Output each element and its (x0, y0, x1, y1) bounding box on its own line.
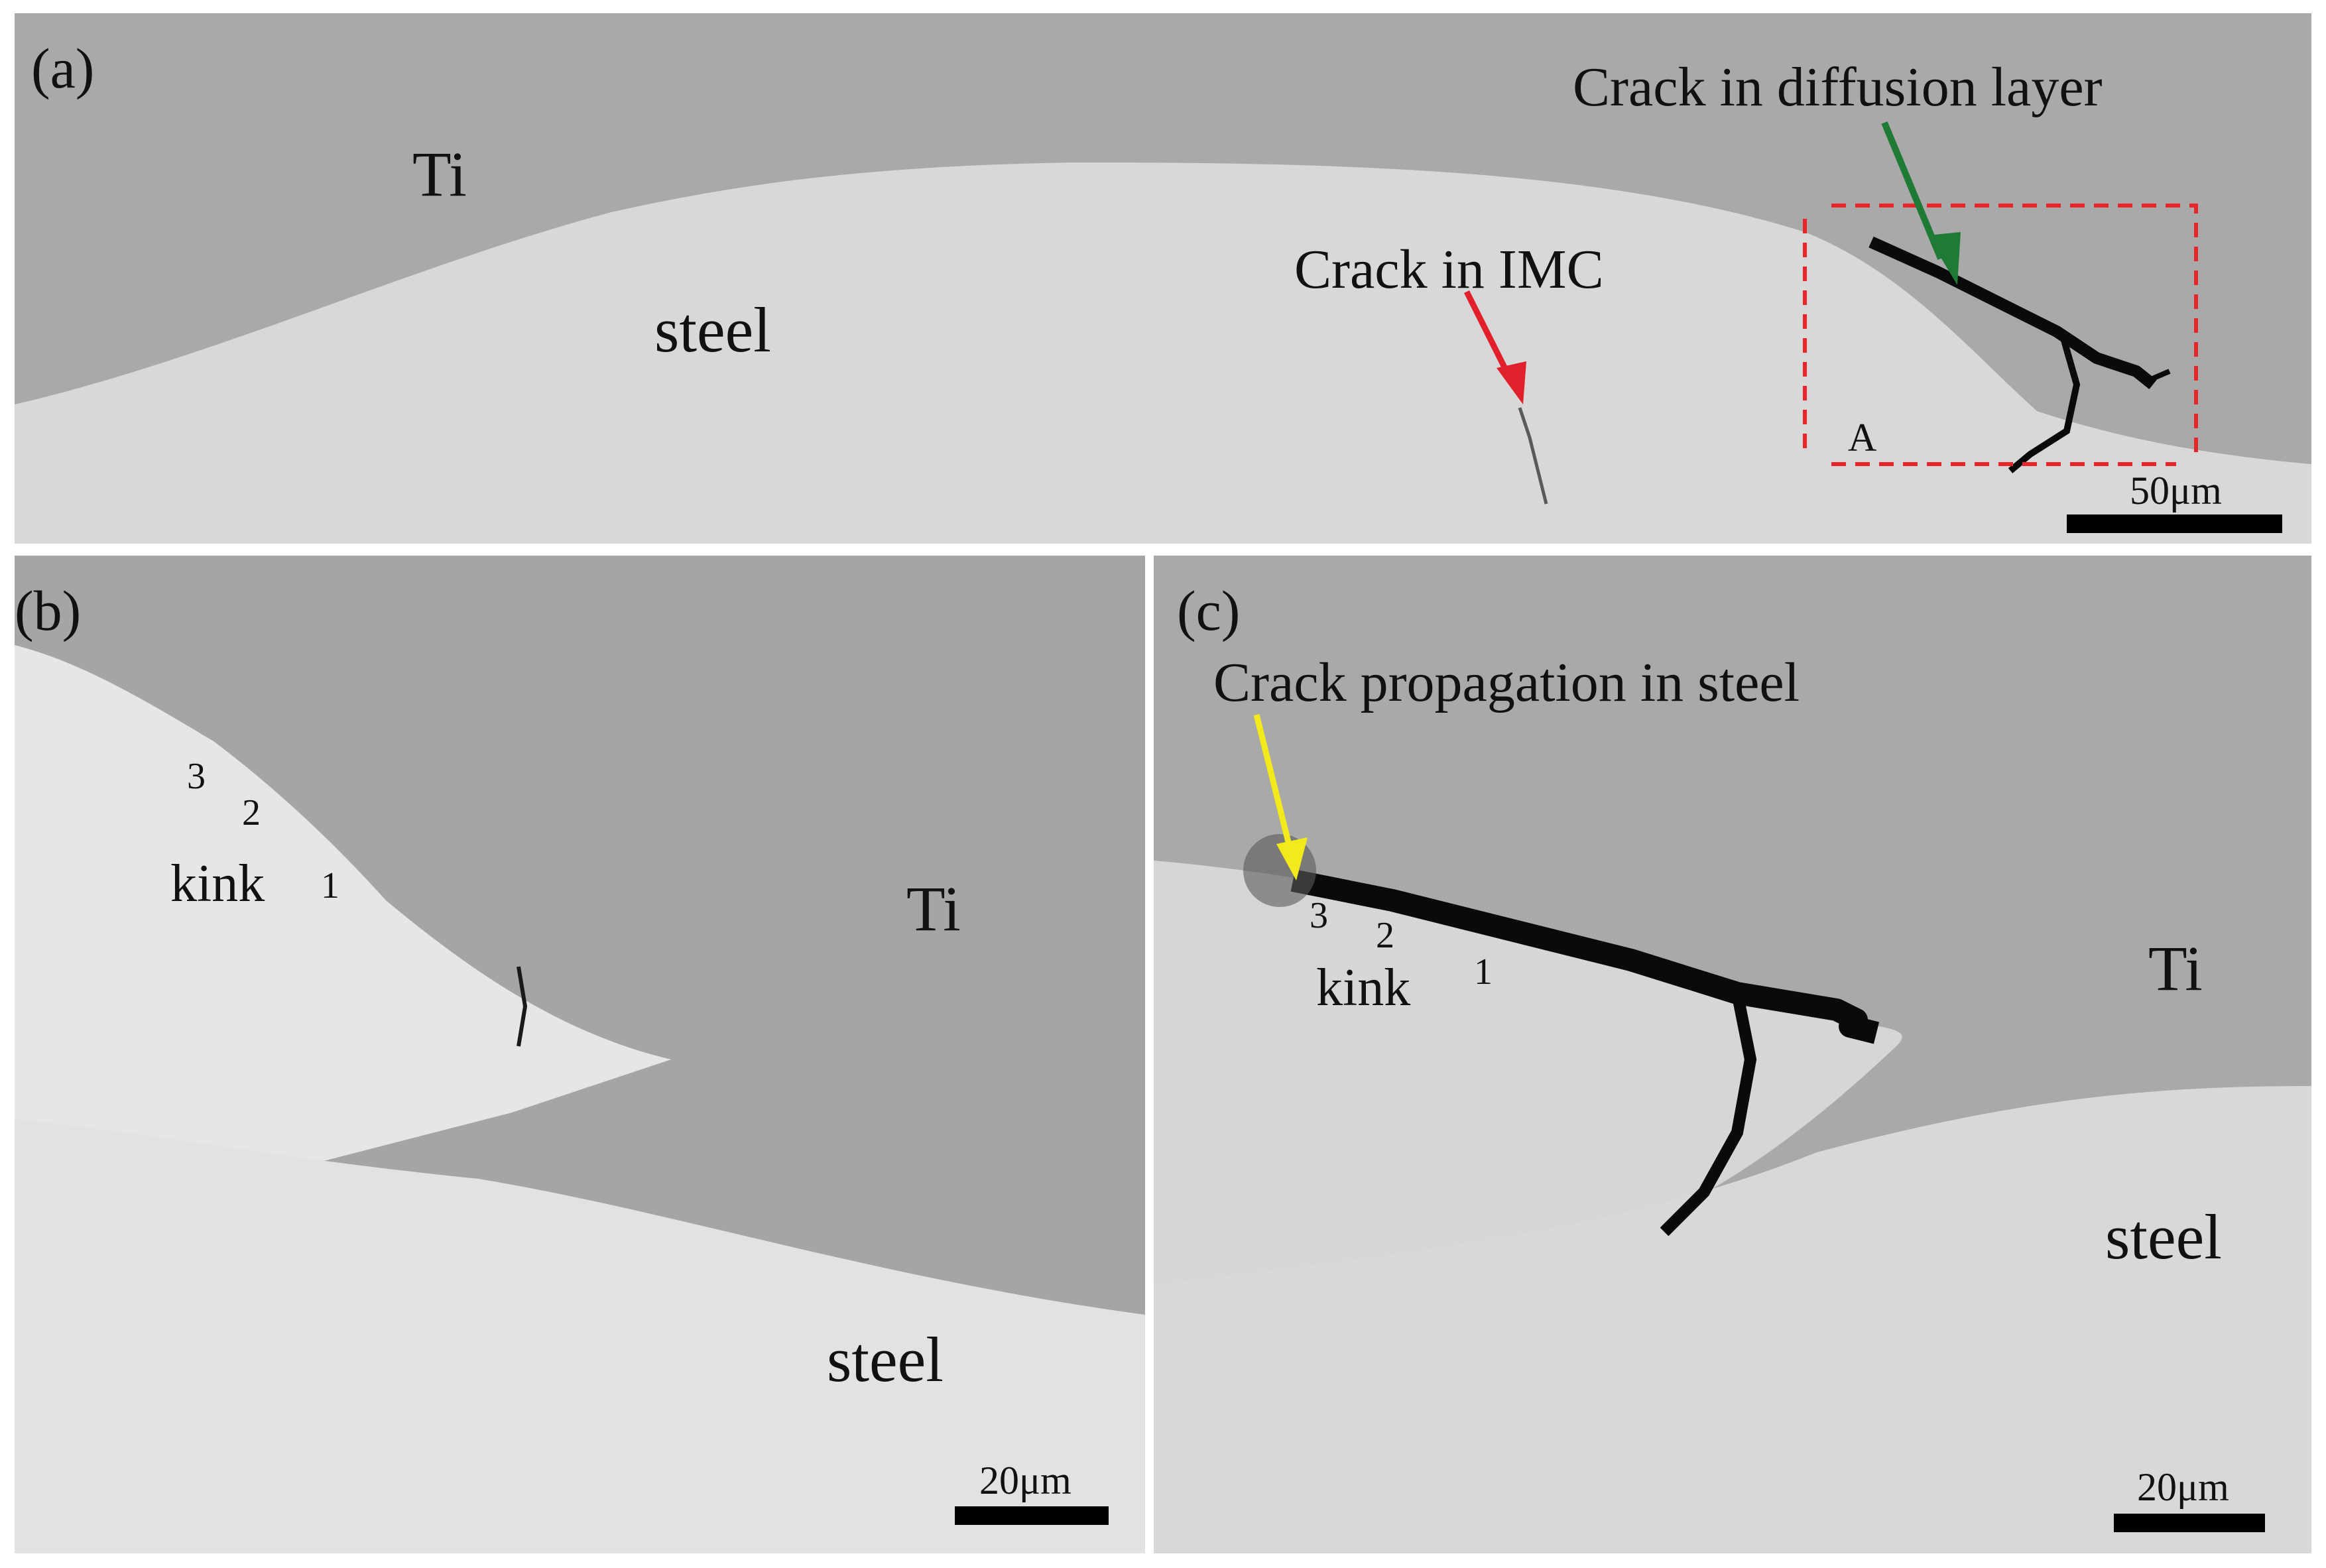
panel-c-steel-label: steel (2105, 1201, 2222, 1272)
panel-b-kink-label: kink (170, 855, 265, 913)
small-crack (517, 966, 528, 1047)
panel-a-micrograph (15, 13, 2311, 544)
diffusion-crack-branch (2008, 337, 2081, 473)
region-a-box (1803, 204, 2198, 466)
panel-b-num-2: 2 (242, 792, 261, 833)
panel-c-letter: (c) (1177, 579, 1241, 642)
crack-imc-label: Crack in IMC (1294, 239, 1604, 300)
panel-a: (a) Ti steel Crack in diffusion layer Cr… (15, 13, 2311, 544)
panel-b: (b) Ti steel kink 3 2 1 20μm (15, 556, 1145, 1553)
panel-c-scalebar (2114, 1514, 2265, 1532)
imc-crack (1518, 407, 1548, 505)
panel-b-steel-label: steel (827, 1324, 944, 1395)
panel-c-kink-label: kink (1316, 959, 1411, 1017)
steel-region (1154, 1086, 2311, 1553)
crack-tip (2145, 369, 2171, 384)
steel-region (15, 1119, 1145, 1553)
panel-a-scalebar (2067, 514, 2282, 533)
yellow-arrow-shaft (1253, 713, 1296, 862)
panel-a-scale-text: 50μm (2130, 469, 2222, 513)
panel-b-letter: (b) (15, 579, 82, 642)
panel-b-ti-label: Ti (906, 873, 961, 944)
panel-c-num-2: 2 (1376, 915, 1394, 956)
panel-b-num-3: 3 (187, 756, 206, 797)
panel-c-num-3: 3 (1310, 895, 1328, 936)
crack-branch (1660, 992, 1757, 1236)
yellow-arrow-head (1276, 837, 1308, 880)
panel-b-scale-text: 20μm (979, 1459, 1071, 1502)
red-arrow-head (1497, 361, 1526, 404)
panel-a-steel-label: steel (654, 294, 771, 365)
crack-diffusion-label: Crack in diffusion layer (1573, 56, 2103, 118)
panel-b-micrograph (15, 556, 1145, 1553)
panel-c-num-1: 1 (1474, 951, 1493, 993)
panel-b-scalebar (955, 1506, 1109, 1525)
box-a-label: A (1848, 416, 1877, 459)
panel-c: (c) Crack propagation in steel Ti steel … (1154, 556, 2311, 1553)
panel-c-ti-label: Ti (2148, 933, 2203, 1004)
steel-region (15, 162, 2311, 544)
green-arrow-head (1928, 232, 1961, 285)
panel-b-num-1: 1 (321, 865, 339, 906)
panel-c-micrograph (1154, 556, 2311, 1553)
panel-a-letter: (a) (31, 36, 95, 100)
panel-a-ti-label: Ti (412, 139, 467, 210)
steel-wedge (15, 645, 671, 1169)
crack-propagation-label: Crack propagation in steel (1213, 652, 1800, 713)
panel-c-scale-text: 20μm (2137, 1465, 2229, 1509)
